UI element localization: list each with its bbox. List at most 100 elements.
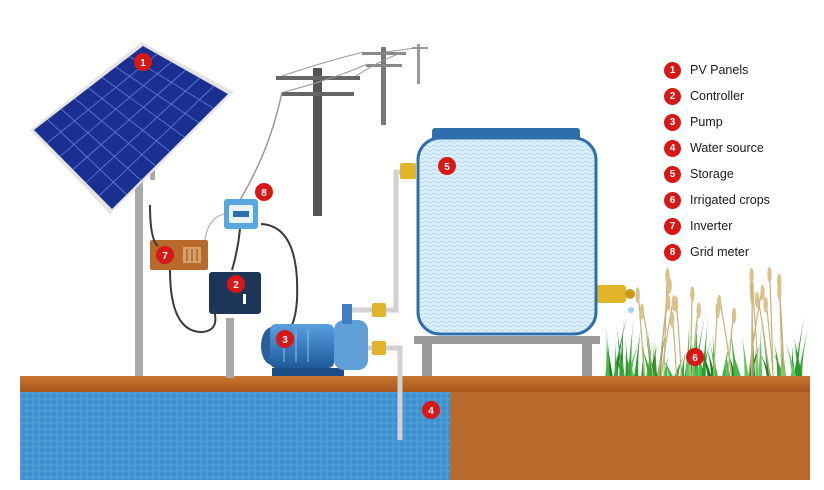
legend: 1 PV Panels 2 Controller 3 Pump 4 Water … [664,57,770,265]
grain-head [639,303,645,320]
badge-crops: 6 [686,348,704,366]
pv-panel [30,42,234,378]
legend-number: 8 [664,243,681,261]
grass-blade [740,329,749,376]
grain-head [635,287,640,304]
legend-item-pv-panels: 1 PV Panels [664,57,770,83]
controller [209,272,261,378]
grain-head [716,294,722,311]
water-source [20,392,450,480]
grass-blade [793,317,805,376]
grain-head [731,307,737,324]
legend-item-storage: 5 Storage [664,161,770,187]
water-drop [628,307,634,313]
legend-item-pump: 3 Pump [664,109,770,135]
grain-head [665,267,670,284]
svg-text:1: 1 [140,58,146,69]
grain-head [763,296,768,313]
svg-text:2: 2 [233,280,239,291]
grass-blade [791,328,803,376]
grass-blade [701,317,709,376]
badge-pump: 3 [276,330,294,348]
grass-blade [614,340,619,376]
grass-blade [782,334,797,376]
cables [149,204,299,339]
legend-number: 4 [664,139,681,157]
svg-text:3: 3 [282,335,288,346]
legend-number: 7 [664,217,681,235]
grass-blade [653,339,658,376]
legend-item-inverter: 7 Inverter [664,213,770,239]
grain-head [666,294,671,311]
legend-number: 6 [664,191,681,209]
legend-label: Irrigated crops [690,193,770,207]
pv-cell-line [59,61,172,157]
legend-item-controller: 2 Controller [664,83,770,109]
grass-blade [607,342,613,376]
grass-blade [698,353,704,376]
grass-blade [634,326,642,376]
grass-blade [613,316,628,376]
pv-cell-line [72,69,186,170]
badge-controller: 2 [227,275,245,293]
grass-blade [625,335,630,376]
legend-label: Inverter [690,219,733,233]
legend-item-irrigated-crops: 6 Irrigated crops [664,187,770,213]
grass-blade [680,348,687,376]
grass-blade [770,344,784,376]
grass-blade [725,352,731,376]
grid-wire [239,91,283,201]
svg-text:8: 8 [261,188,267,199]
grass-blade [758,317,763,376]
legend-number: 5 [664,165,681,183]
grain-head [671,295,677,312]
grass-blade [753,341,760,376]
badges: 1 8 7 2 3 5 4 6 [134,53,704,419]
grain-head [669,311,675,328]
legend-label: Water source [690,141,764,155]
grass-blade [674,352,686,376]
grain-head [690,286,695,303]
badge-storage: 5 [438,157,456,175]
legend-number: 3 [664,113,681,131]
pv-cell-line [85,77,200,183]
meter-to-inverter [204,213,225,241]
grain-head [767,266,772,283]
grass-blade [627,318,634,376]
grass-blade [638,339,652,376]
grain-head [749,267,754,284]
pv-cell-line [98,85,215,197]
legend-label: Pump [690,115,723,129]
grass-blade [712,328,717,376]
legend-label: Storage [690,167,734,181]
legend-number: 2 [664,87,681,105]
grass-blade [620,349,625,376]
svg-text:4: 4 [428,406,434,417]
soil [450,392,810,480]
power-poles [276,44,428,216]
grass-blade [781,330,786,376]
svg-text:5: 5 [444,162,450,173]
grass-blade [731,348,741,376]
grass-blade [646,324,654,376]
legend-item-water-source: 4 Water source [664,135,770,161]
storage-tank [414,128,600,376]
grid-meter [224,199,258,229]
ground-strip [20,376,810,392]
grass-blade [798,329,808,376]
grass-blade [660,354,673,376]
grass-blade [697,342,712,376]
legend-label: Grid meter [690,245,750,259]
grass-blade [764,348,771,376]
grain-head [754,291,760,308]
badge-grid-meter: 8 [255,183,273,201]
grass-blade [605,324,610,376]
badge-water-source: 4 [422,401,440,419]
svg-text:7: 7 [162,251,168,262]
grain-head [760,284,765,301]
legend-label: Controller [690,89,745,103]
legend-number: 1 [664,61,681,79]
grain-head [696,302,701,319]
grass-blade [615,317,624,376]
